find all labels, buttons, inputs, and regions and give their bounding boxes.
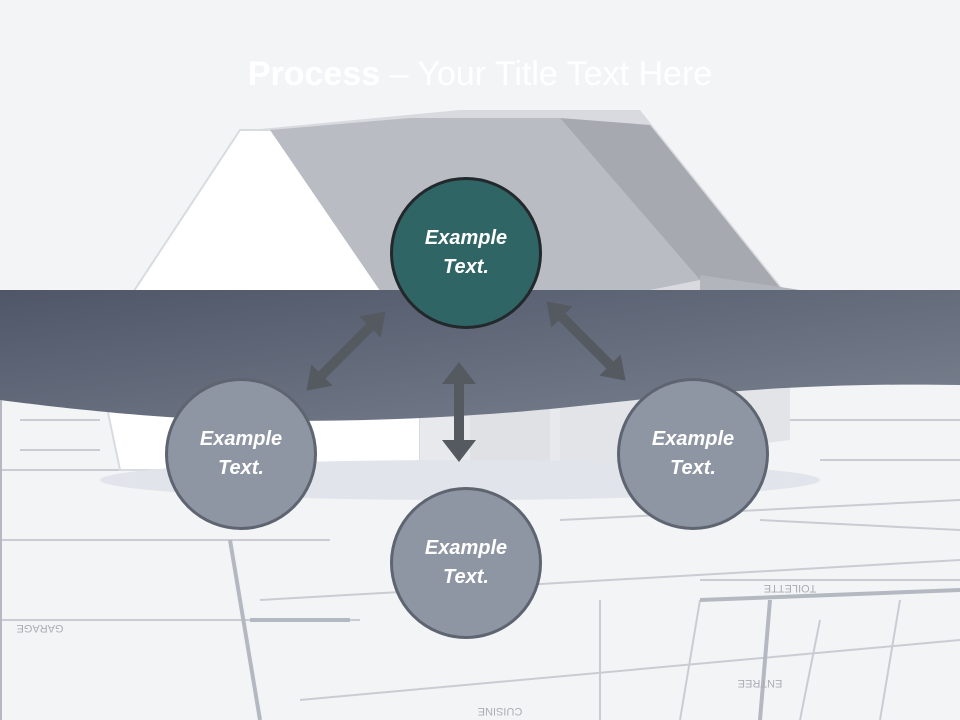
arrow-top-bottom <box>442 362 476 462</box>
blueprint-label: CUISINE <box>478 705 523 717</box>
arrow-top-right <box>546 301 626 381</box>
node-top: Example Text. <box>390 177 542 329</box>
node-right: Example Text. <box>617 378 769 530</box>
node-top-text: Example Text. <box>424 227 508 278</box>
title-rest: – Your Title Text Here <box>380 55 713 93</box>
arrow-top-left <box>306 311 386 391</box>
slide-title: Process – Your Title Text Here <box>0 54 960 94</box>
node-bottom: Example Text. <box>390 487 542 639</box>
node-right-text: Example Text. <box>651 428 735 479</box>
blueprint-label: GARAGE <box>16 622 63 634</box>
blueprint-label: ENTREE <box>738 677 783 689</box>
title-bold: Process <box>247 55 381 93</box>
blueprint-label: TOILETTE <box>764 582 816 594</box>
node-left-text: Example Text. <box>199 428 283 479</box>
node-left: Example Text. <box>165 378 317 530</box>
node-bottom-text: Example Text. <box>424 537 508 588</box>
